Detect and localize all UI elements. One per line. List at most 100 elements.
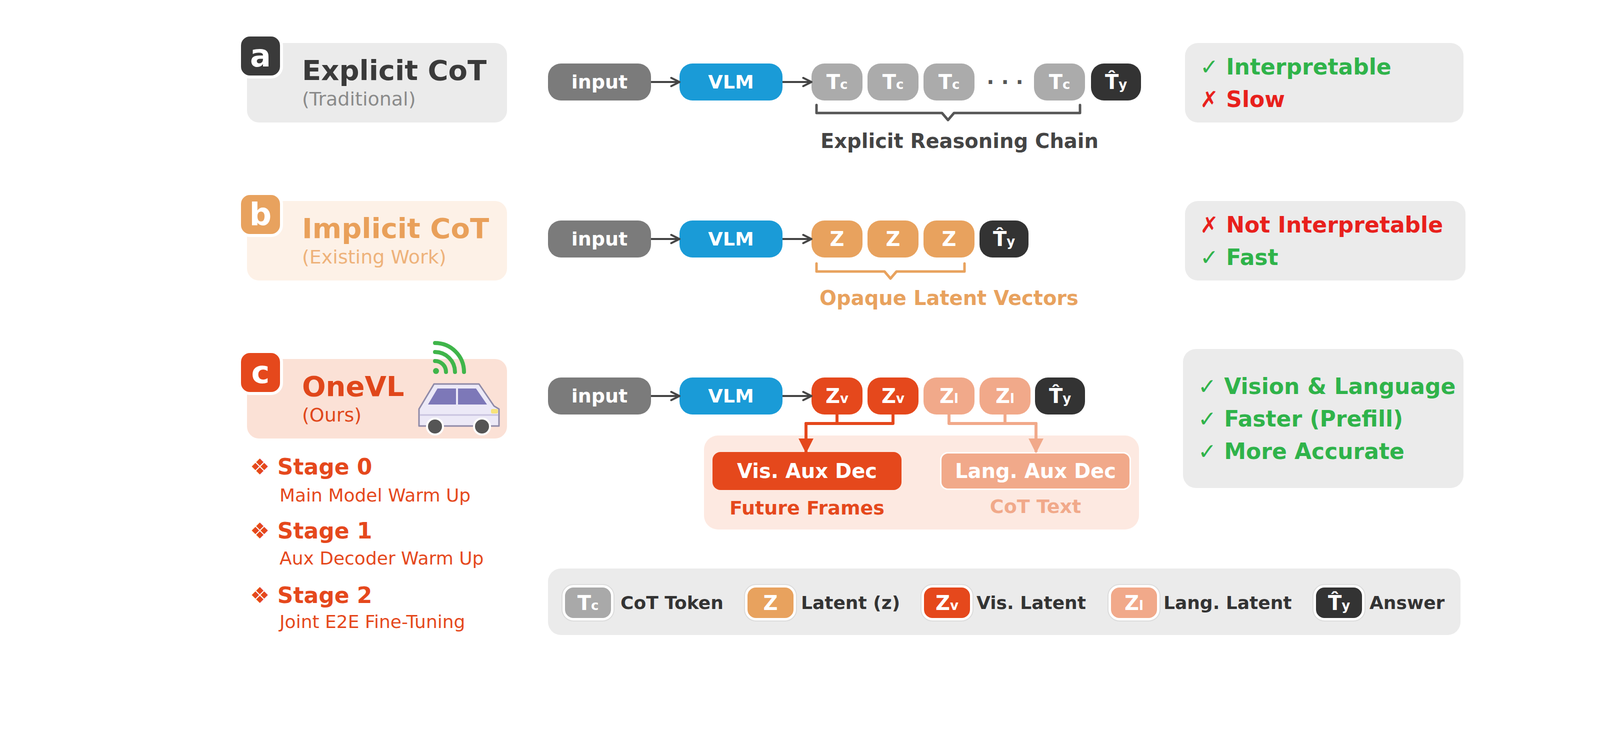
token-pill: Tc	[1034, 63, 1085, 101]
node-subtext: CoT Text	[911, 495, 1160, 518]
node-title: c	[251, 357, 270, 388]
process-pill: input	[548, 377, 651, 415]
node-title: ✓ Interpretable	[1200, 54, 1392, 80]
token-pill: T̂y	[1091, 63, 1141, 101]
process-pill: VLM	[679, 377, 783, 415]
stage-label: Joint E2E Fine-Tuning	[279, 611, 465, 632]
token-pill: Z	[923, 220, 975, 258]
node-title: b	[249, 199, 272, 230]
node-title: a	[250, 40, 271, 72]
legend-item: Zv Vis. Latent	[921, 585, 1086, 621]
process-pill: input	[548, 63, 651, 101]
token-pill: Tc	[923, 63, 975, 101]
legend-text: Lang. Latent	[1163, 592, 1292, 613]
legend-text: CoT Token	[620, 592, 724, 613]
property-box: ✗ Not Interpretable ✓ Fast	[1185, 201, 1466, 281]
node-title: T̂y	[1105, 72, 1127, 92]
connector-arrow	[651, 395, 680, 397]
node-title: T̂y	[993, 229, 1015, 249]
legend-text: Vis. Latent	[976, 592, 1086, 613]
legend-swatch: Zl	[1108, 585, 1160, 621]
swatch-symbol: Zv	[935, 593, 959, 613]
node-title: input	[571, 71, 628, 93]
token-pill: Z	[867, 220, 919, 258]
legend-swatch: Z	[745, 585, 796, 621]
legend-item: Tc CoT Token	[562, 585, 724, 621]
connector-arrow	[782, 238, 812, 240]
node-title: Z	[829, 229, 844, 249]
legend-item: Z Latent (z)	[745, 585, 900, 621]
node-title: input	[571, 228, 628, 250]
connector-arrow	[651, 238, 680, 240]
node-subtext: ✓ Faster (Prefill)	[1198, 406, 1403, 432]
token-pill: Zv	[811, 377, 863, 415]
property-box: ✓ Vision & Language ✓ Faster (Prefill) ✓ M…	[1183, 349, 1464, 488]
legend-swatch: Zv	[921, 585, 973, 621]
node-title: Z	[941, 229, 956, 249]
row-badge: c	[238, 350, 283, 395]
node-title: Zv	[825, 386, 849, 406]
row-badge: a	[238, 33, 283, 79]
token-pill: Zl	[979, 377, 1031, 415]
connector-arrow	[806, 414, 893, 452]
node-title: ✓ Vision & Language	[1198, 373, 1456, 399]
node-title: Tc	[882, 72, 904, 92]
node-title: input	[571, 385, 628, 407]
reasoning-bracket	[816, 105, 1080, 120]
legend-panel	[548, 568, 1461, 635]
connector-arrow	[782, 81, 812, 83]
token-pill: Zv	[867, 377, 919, 415]
legend-item: Zl Lang. Latent	[1108, 585, 1292, 621]
annotation-label: Opaque Latent Vectors	[819, 286, 1079, 310]
stage-label: ❖ Stage 1	[250, 518, 372, 544]
token-pill: Zl	[923, 377, 975, 415]
node-subtext: ✓ More Accurate	[1198, 438, 1405, 464]
process-pill: VLM	[679, 63, 783, 101]
node-subtext: Future Frames	[682, 497, 932, 519]
node-title: Tc	[938, 72, 960, 92]
connector-arrow	[782, 395, 812, 397]
connector-arrow	[1005, 414, 1036, 452]
legend-swatch: Tc	[562, 585, 614, 621]
node-title: Implicit CoT	[302, 212, 489, 245]
process-pill: input	[548, 220, 651, 258]
connector-arrow	[806, 414, 837, 452]
node-subtext: ✓ Fast	[1200, 244, 1279, 270]
token-pill: Tc	[811, 63, 863, 101]
legend-text: Answer	[1369, 592, 1445, 613]
node-title: ✗ Not Interpretable	[1200, 212, 1443, 238]
method-label-box: OneVL(Ours)	[247, 359, 507, 439]
node-title: OneVL	[302, 370, 404, 403]
node-title: Tc	[1049, 72, 1071, 92]
node-title: VLM	[708, 71, 754, 93]
node-subtext: ✗ Slow	[1200, 86, 1285, 112]
stage-label: Main Model Warm Up	[279, 485, 471, 506]
node-title: Z	[885, 229, 900, 249]
token-pill: T̂y	[979, 220, 1029, 258]
aux-decoder-box: Lang. Aux DecCoT Text	[940, 452, 1131, 490]
stage-label: ❖ Stage 2	[250, 582, 372, 608]
node-title: Zv	[881, 386, 905, 406]
swatch-symbol: Z	[763, 593, 778, 613]
swatch-symbol: Zl	[1124, 593, 1144, 613]
node-title: T̂y	[1049, 386, 1071, 406]
token-pill: Tc	[867, 63, 919, 101]
property-box: ✓ Interpretable ✗ Slow	[1185, 43, 1464, 123]
aux-decoder-box: Vis. Aux DecFuture Frames	[712, 452, 902, 490]
swatch-symbol: T̂y	[1328, 593, 1350, 613]
annotation-label: Explicit Reasoning Chain	[820, 129, 1099, 153]
latent-bracket	[816, 263, 965, 279]
stage-label: ❖ Stage 0	[250, 454, 372, 480]
node-title: Vis. Aux Dec	[737, 459, 877, 483]
node-subtext: (Ours)	[302, 403, 362, 428]
node-title: Zl	[939, 386, 959, 406]
method-label-box: Explicit CoT(Traditional)	[247, 43, 507, 123]
legend-text: Latent (z)	[801, 592, 900, 613]
connector-arrow	[651, 81, 680, 83]
swatch-symbol: Tc	[577, 593, 599, 613]
node-title: Tc	[826, 72, 848, 92]
method-label-box: Implicit CoT(Existing Work)	[247, 201, 507, 281]
node-title: VLM	[708, 228, 754, 250]
node-title: Explicit CoT	[302, 54, 487, 87]
